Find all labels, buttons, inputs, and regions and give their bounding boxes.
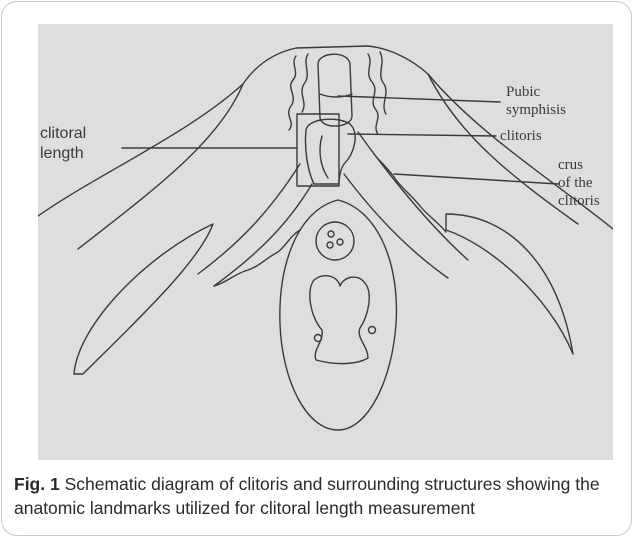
caption-text: Schematic diagram of clitoris and surrou…: [14, 474, 600, 518]
urethral-dot-1: [328, 231, 334, 237]
gland-right: [369, 327, 376, 334]
pubic-leader: [338, 96, 500, 102]
right-wavy-edge: [368, 54, 378, 134]
right-lateral-fold: [446, 214, 573, 354]
vaginal-opening: [310, 276, 369, 364]
left-wavy-edge-2: [302, 54, 308, 112]
anatomy-sketch: Pubic symphisis clitoris crus of the cli…: [38, 24, 613, 460]
urethral-dot-3: [337, 239, 343, 245]
left-outer-fold: [78, 84, 243, 249]
clitoral-length-box: [297, 114, 339, 186]
right-crus-outer: [358, 132, 468, 260]
right-crus-inner: [344, 174, 448, 278]
crus-leader: [394, 174, 558, 184]
gland-left: [315, 335, 322, 342]
urethral-dot-2: [327, 242, 333, 248]
clitoris-leader: [348, 134, 496, 136]
label-of-the: of the: [558, 175, 593, 191]
label-pubic: Pubic: [506, 84, 541, 100]
label-crus: crus: [558, 157, 583, 173]
label-length: length: [40, 145, 84, 162]
label-symphisis: symphisis: [506, 102, 566, 118]
clitoris-shape: [305, 119, 355, 184]
label-clitoris: clitoris: [500, 128, 542, 144]
figure-label: Fig. 1: [14, 474, 60, 494]
label-clitoral: clitoral: [40, 125, 86, 142]
introitus-outline: [280, 200, 397, 430]
left-wavy-edge: [289, 56, 296, 130]
right-outer-fold: [428, 74, 578, 224]
pubic-symphysis-shape: [318, 54, 352, 126]
urethral-opening: [316, 222, 354, 260]
schematic-drawing: Pubic symphisis clitoris crus of the cli…: [38, 24, 613, 460]
label-crus-clitoris: clitoris: [558, 193, 600, 209]
left-lateral-fold: [74, 224, 213, 374]
right-wavy-edge-2: [380, 52, 386, 114]
clitoris-inner: [320, 136, 328, 178]
right-crus-wavy: [374, 154, 446, 232]
figure-caption: Fig. 1 Schematic diagram of clitoris and…: [14, 472, 619, 520]
